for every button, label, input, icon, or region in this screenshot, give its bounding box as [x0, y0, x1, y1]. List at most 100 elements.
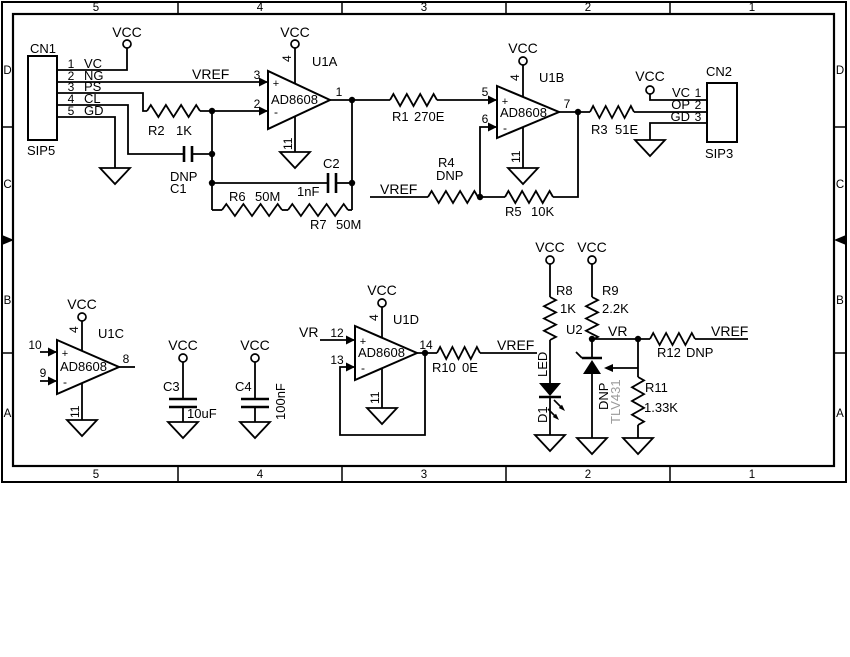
frame-rows-1-label: C: [3, 179, 11, 191]
resistor-r5-symbol: [504, 189, 554, 205]
resistors-r10-value-label: 0E: [462, 360, 478, 375]
vcc-symbol-icon: [545, 255, 555, 265]
frame-cols-4-label: 1: [749, 469, 755, 481]
ground-symbol-icon: [64, 419, 100, 438]
frame-center-arrow-icon: [834, 235, 846, 245]
resistors-r4-value-label: DNP: [436, 168, 463, 183]
resistors-r5-ref-label: R5: [505, 204, 522, 219]
connectors-cn1-ref-label: CN1: [30, 41, 56, 56]
resistors-r5-value-label: 10K: [531, 204, 554, 219]
resistors-r12-ref-label: R12: [657, 345, 681, 360]
frame-cols-4-label: 1: [749, 2, 755, 14]
symbols-layer: [27, 39, 738, 456]
opamps-u1d-pin_out-label: 14: [419, 338, 433, 352]
resistors-r11-ref-label: R11: [645, 380, 668, 395]
nets-vref-label: VREF: [711, 323, 748, 339]
resistors-r6-ref-label: R6: [229, 189, 246, 204]
opamps-u1c-pin_minus-label: 9: [40, 366, 47, 380]
nets-vref-label: VREF: [380, 181, 417, 197]
resistor-r2-symbol: [146, 103, 201, 119]
resistors-r10-ref-label: R10: [432, 360, 456, 375]
nets-vr-label: VR: [299, 324, 318, 340]
wire: [57, 92, 147, 112]
opamps-u1d-pin_minus-label: 13: [330, 353, 344, 367]
junction-dot: [208, 107, 216, 115]
junction-dot: [208, 179, 216, 187]
frame-rows-2-label: B: [836, 295, 844, 307]
opamp-u1d-body: [354, 324, 420, 382]
ground-symbol-icon: [237, 421, 273, 440]
pin-arrow-icon: [346, 335, 355, 345]
resistors-r4-ref-label: R4: [438, 155, 455, 170]
opamp-u1b-body: [496, 84, 562, 140]
shunt_ref-note-label: DNP: [596, 383, 611, 410]
vcc-symbol-icon: [122, 39, 132, 49]
nets-vcc-label: VCC: [508, 40, 538, 56]
nets-vr-label: VR: [608, 323, 627, 339]
resistors-r7-ref-label: R7: [310, 217, 327, 232]
connectors-cn1-pins-2-num-label: 3: [68, 80, 75, 94]
tlv431-u2-symbol: [583, 360, 601, 374]
nets-vcc-label: VCC: [577, 239, 607, 255]
junction-dot: [208, 150, 216, 158]
wire: [57, 48, 128, 71]
nets-vcc-label: VCC: [240, 337, 270, 353]
opamps-u1c-pin_plus-label: 10: [28, 338, 42, 352]
resistor-r12-symbol: [649, 331, 696, 347]
frame-rows-1-label: C: [836, 179, 844, 191]
junction-dot: [421, 349, 429, 357]
opamps-u1a-pin_out-label: 1: [336, 85, 343, 99]
connectors-cn2-pins-1-name-label: OP: [671, 97, 690, 112]
connectors-cn1-pins-1-num-label: 2: [68, 69, 75, 83]
ground-symbol-icon: [620, 437, 656, 456]
opamps-u1b-pin_out-label: 7: [564, 97, 571, 111]
opamps-u1a-part-label: AD8608: [271, 92, 318, 107]
frame-cols-0-label: 5: [93, 2, 99, 14]
connectors-cn2-pins-0-name-label: VC: [672, 85, 690, 100]
nets-vref-label: VREF: [497, 337, 534, 353]
wire: [479, 126, 497, 197]
resistor-r4-symbol: [427, 189, 479, 205]
junction-dot: [476, 193, 484, 201]
led-emission-arrow-icon: [558, 404, 565, 411]
resistors-r8-value-label: 1K: [560, 301, 576, 316]
opamps-u1b-pin_plus-label: 5: [482, 85, 489, 99]
opamps-u1a-ref-label: U1A: [312, 54, 338, 69]
opamps-u1c-pin_vcc-label: 4: [67, 326, 81, 333]
resistor-r8-symbol: [542, 296, 558, 341]
ground-symbol-icon: [632, 139, 668, 158]
pin-arrow-icon: [259, 106, 268, 116]
junction-dot: [634, 335, 642, 343]
resistors-r1-ref-label: R1: [392, 109, 409, 124]
frame-rows-0-label: D: [836, 65, 844, 77]
capacitors-c2-value-label: 1nF: [297, 184, 319, 199]
opamps-u1c-part-label: AD8608: [60, 359, 107, 374]
junction-dot: [348, 96, 356, 104]
ground-symbol-icon: [364, 407, 400, 426]
opamps-u1d-pin_vcc-label: 4: [367, 314, 381, 321]
resistor-r10-symbol: [436, 345, 481, 361]
nets-vcc-label: VCC: [280, 24, 310, 40]
junction-dot: [574, 108, 582, 116]
resistors-r7-value-label: 50M: [336, 217, 361, 232]
connectors-cn2-pins-2-name-label: GD: [671, 109, 691, 124]
resistors-r12-value-label: DNP: [686, 345, 713, 360]
polarity-plus-label: +: [62, 348, 68, 360]
resistor-r7-symbol: [287, 202, 349, 218]
frame-cols-2-label: 3: [421, 469, 427, 481]
pin-arrow-icon: [259, 77, 268, 87]
opamps-u1a-pin_vcc-label: 4: [280, 55, 294, 62]
nets-vcc-label: VCC: [112, 24, 142, 40]
capacitors-c4-ref-label: C4: [235, 379, 252, 394]
opamps-u1b-ref-label: U1B: [539, 70, 564, 85]
frame-cols-2-label: 3: [421, 2, 427, 14]
connectors-cn1-type-label: SIP5: [27, 143, 55, 158]
frame-cols-1-label: 4: [257, 469, 264, 481]
frame-center-arrow-icon: [2, 235, 14, 245]
connectors-cn2-pins-0-num-label: 1: [695, 86, 702, 100]
polarity-minus-label: -: [503, 121, 507, 135]
connectors-cn1-pins-0-num-label: 1: [68, 57, 75, 71]
polarity-plus-label: +: [360, 336, 366, 348]
